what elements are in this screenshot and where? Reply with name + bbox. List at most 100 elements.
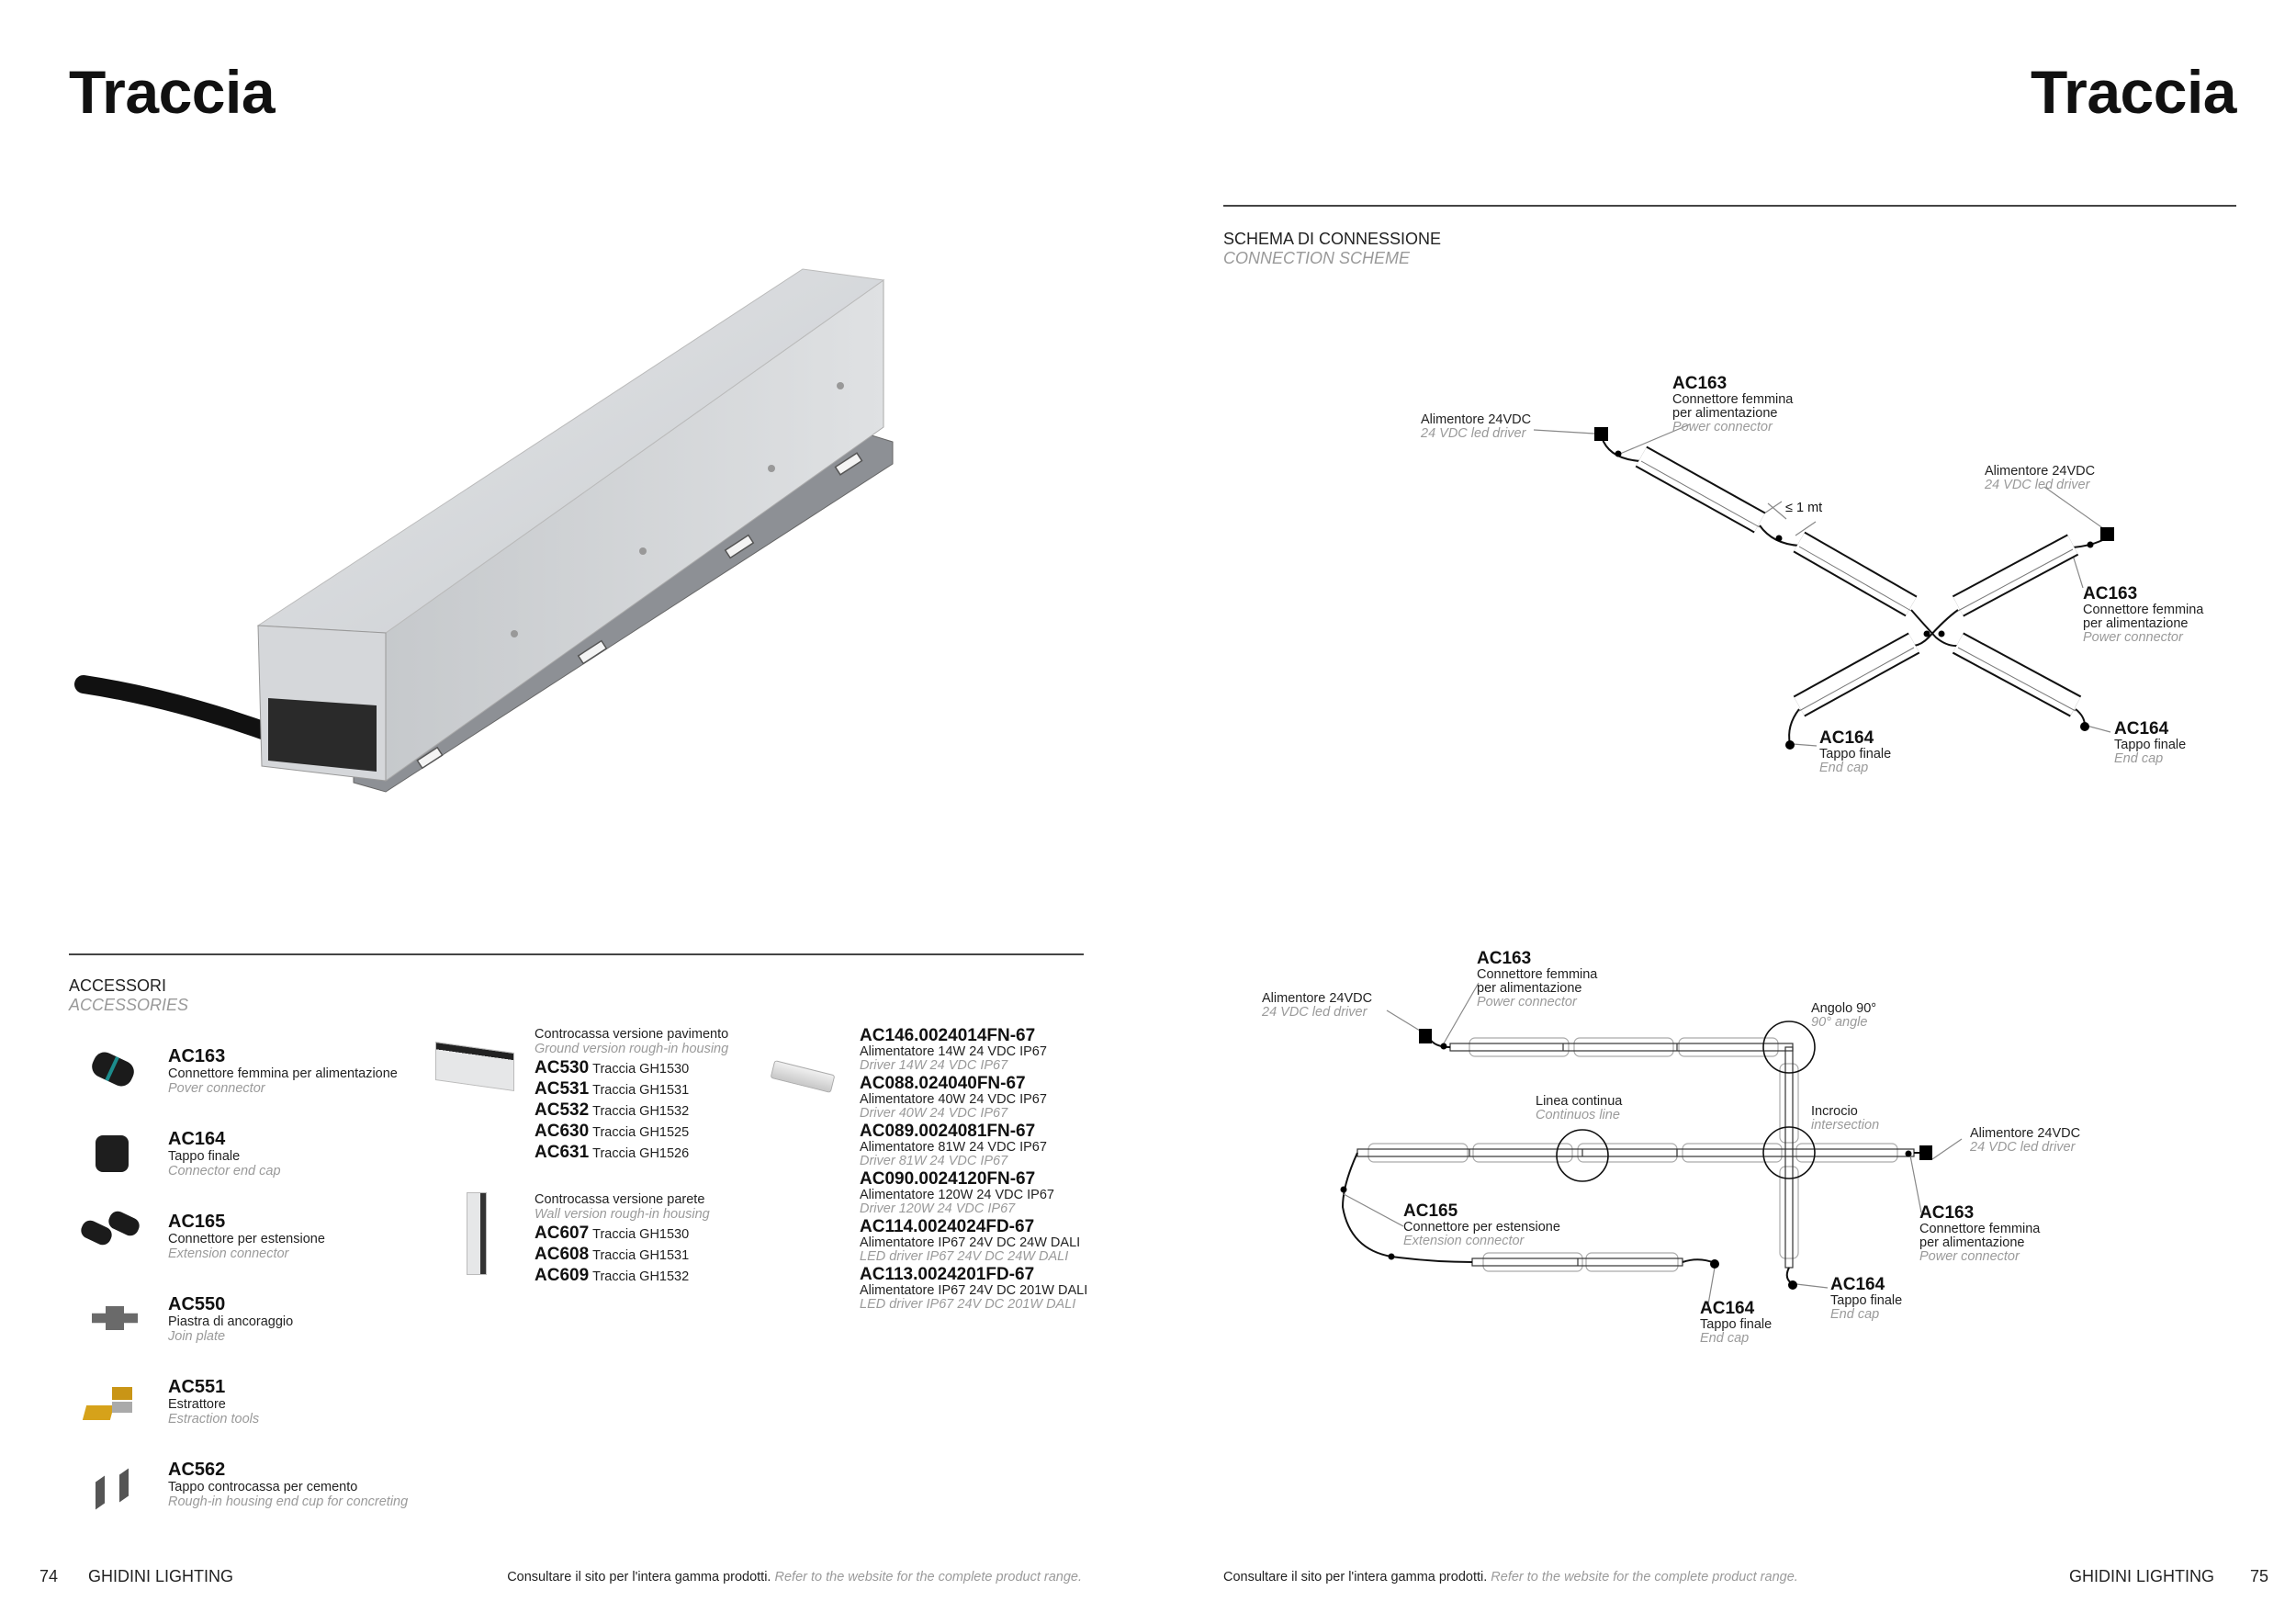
label-it: per alimentazione — [2083, 616, 2189, 631]
label-it: Alimentore 24VDC — [1970, 1126, 2081, 1141]
floor-housing-en: Ground version rough-in housing — [535, 1042, 729, 1056]
wall-housing-icon — [467, 1192, 487, 1275]
label-en: 24 VDC led driver — [1421, 426, 1526, 441]
driver-square-icon — [1919, 1145, 1932, 1160]
label-code: AC163 — [1477, 949, 1532, 968]
accessory-code: AC562 — [168, 1460, 226, 1480]
label-code: AC163 — [1672, 374, 1728, 393]
housing-desc: Traccia GH1530 — [592, 1062, 690, 1077]
label-it: Alimentore 24VDC — [1421, 412, 1532, 427]
driver-desc-en: Driver 120W 24 VDC IP67 — [860, 1201, 1016, 1216]
driver-code: AC114.0024024FD-67 — [860, 1217, 1035, 1236]
label-it: Angolo 90° — [1811, 1001, 1877, 1016]
label-en: End cap — [1830, 1307, 1880, 1322]
brand-left: GHIDINI LIGHTING — [88, 1567, 234, 1585]
driver-desc-en: Driver 40W 24 VDC IP67 — [860, 1106, 1008, 1121]
continuous-circle — [1556, 1129, 1609, 1182]
housing-desc: Traccia GH1532 — [592, 1269, 690, 1284]
label-en: Power connector — [1672, 420, 1773, 434]
footer-note-right: Consultare il sito per l'intera gamma pr… — [1223, 1570, 1798, 1585]
label-en: intersection — [1811, 1118, 1880, 1133]
housing-desc: Traccia GH1531 — [592, 1083, 690, 1098]
housing-code: AC631 — [535, 1143, 590, 1162]
driver-desc-en: Driver 14W 24 VDC IP67 — [860, 1058, 1008, 1073]
accessories-heading: ACCESSORI ACCESSORIES — [69, 976, 188, 1015]
housing-desc: Traccia GH1526 — [592, 1146, 690, 1161]
driver-desc-it: Alimentatore 81W 24 VDC IP67 — [860, 1140, 1047, 1155]
housing-code: AC630 — [535, 1122, 590, 1141]
label-it: per alimentazione — [1477, 981, 1582, 996]
accessories-heading-it: ACCESSORI — [69, 976, 167, 995]
label-en: End cap — [1700, 1331, 1750, 1346]
footer-note-left: Consultare il sito per l'intera gamma pr… — [507, 1570, 1082, 1585]
accessory-code: AC550 — [168, 1294, 226, 1314]
driver-square-icon — [1419, 1029, 1432, 1043]
housing-desc: Traccia GH1525 — [592, 1125, 690, 1140]
driver-desc-it: Alimentatore IP67 24V DC 24W DALI — [860, 1235, 1081, 1250]
footer-note-en: Refer to the website for the complete pr… — [1491, 1570, 1798, 1585]
traccia-fixture-5 — [1952, 632, 2082, 717]
label-en: 90° angle — [1811, 1015, 1868, 1030]
label-en: 24 VDC led driver — [1985, 478, 2090, 492]
brand-right: GHIDINI LIGHTING — [2068, 1567, 2214, 1585]
driver-desc-it: Alimentatore IP67 24V DC 201W DALI — [860, 1283, 1088, 1298]
scheme-heading-en: CONNECTION SCHEME — [1223, 249, 1411, 267]
label-it: Connettore femmina — [2083, 603, 2204, 617]
label-en: Power connector — [1477, 995, 1577, 1009]
accessory-code: AC164 — [168, 1129, 226, 1149]
driver-desc-en: Driver 81W 24 VDC IP67 — [860, 1154, 1008, 1168]
housing-code: AC532 — [535, 1100, 590, 1120]
footer-note-en: Refer to the website for the complete pr… — [774, 1570, 1083, 1585]
driver-code: AC088.024040FN-67 — [860, 1074, 1026, 1093]
label-code: AC164 — [1819, 728, 1874, 748]
accessory-code: AC165 — [168, 1212, 226, 1232]
label-it: Connettore femmina — [1477, 967, 1598, 982]
accessory-desc-it: Estrattore — [168, 1397, 226, 1412]
label-it: Connettore femmina — [1672, 392, 1794, 407]
driver-desc-it: Alimentatore 120W 24 VDC IP67 — [860, 1188, 1054, 1202]
accessory-desc-en: Join plate — [168, 1329, 226, 1344]
label-en: Continuos line — [1536, 1108, 1620, 1122]
label-code: AC164 — [1830, 1275, 1885, 1294]
driver-desc-it: Alimentatore 40W 24 VDC IP67 — [860, 1092, 1047, 1107]
page-title-right: Traccia — [2030, 58, 2237, 126]
accessory-desc-it: Connettore per estensione — [168, 1232, 325, 1246]
label-it: Connettore femmina — [1919, 1222, 2041, 1236]
page-title-left: Traccia — [69, 58, 276, 126]
housing-code: AC530 — [535, 1058, 590, 1077]
housing-code: AC607 — [535, 1224, 590, 1243]
label-it: Linea continua — [1536, 1094, 1623, 1109]
label-it: Alimentore 24VDC — [1985, 464, 2096, 479]
end-cap-dot — [1788, 1280, 1797, 1290]
driver-code: AC090.0024120FN-67 — [860, 1169, 1036, 1189]
end-cap-dot — [1785, 740, 1795, 750]
page-number-left: 74 — [39, 1567, 59, 1585]
housing-desc: Traccia GH1532 — [592, 1104, 690, 1119]
end-cap-icon — [96, 1135, 129, 1172]
accessory-desc-en: Estraction tools — [168, 1412, 260, 1427]
